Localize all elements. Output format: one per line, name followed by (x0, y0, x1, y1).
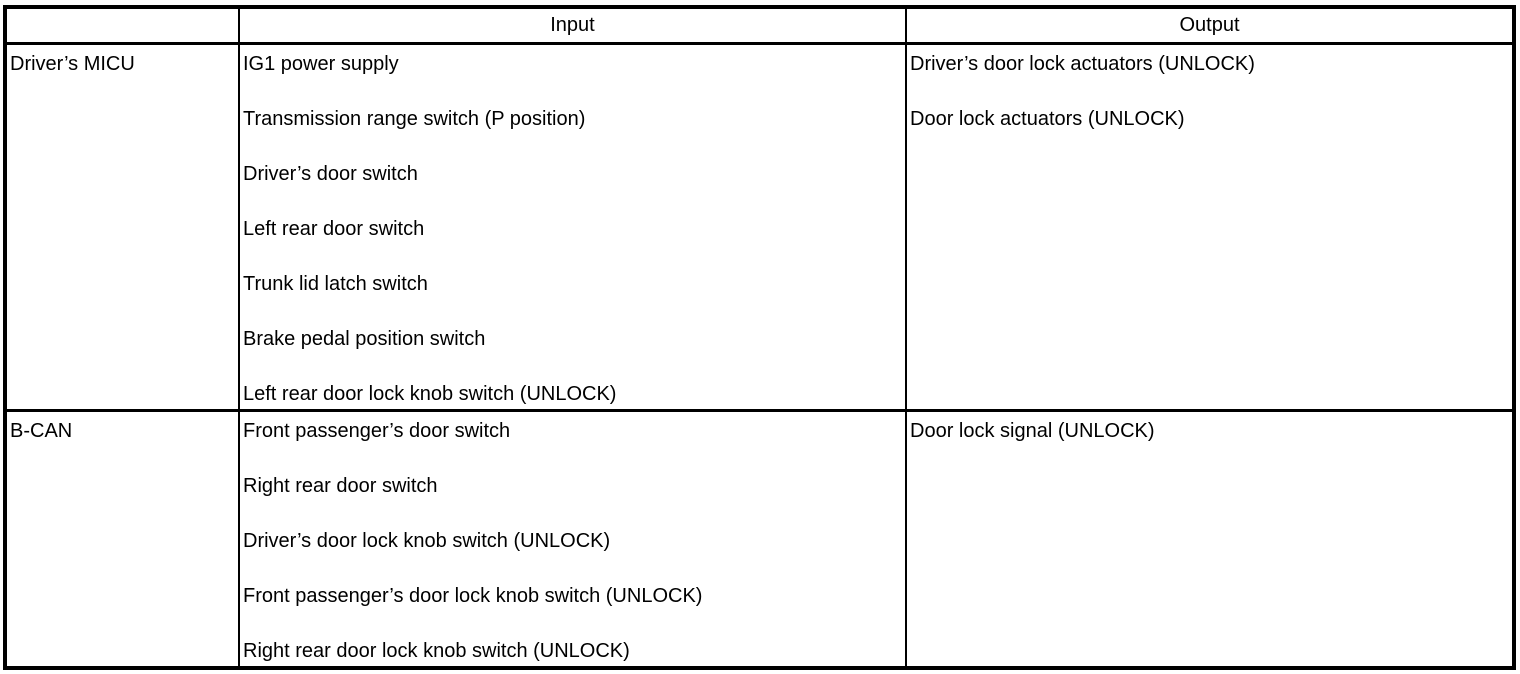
header-row: Input Output (4, 6, 1515, 45)
source-cell: B-CAN (4, 409, 240, 669)
input-item: Front passenger’s door lock knob switch … (243, 585, 703, 607)
output-item: Door lock signal (UNLOCK) (910, 420, 1155, 442)
source-cell: Driver’s MICU (4, 42, 240, 412)
output-cell: Driver’s door lock actuators (UNLOCK) Do… (905, 42, 1515, 412)
input-item: Driver’s door lock knob switch (UNLOCK) (243, 530, 611, 552)
header-source-blank (4, 6, 240, 45)
output-item: Driver’s door lock actuators (UNLOCK) (910, 53, 1255, 75)
header-output: Output (905, 6, 1515, 45)
source-label: Driver’s MICU (10, 53, 135, 75)
input-item: Left rear door switch (243, 218, 425, 240)
input-item: IG1 power supply (243, 53, 399, 75)
input-item: Right rear door switch (243, 475, 438, 497)
source-label: B-CAN (10, 420, 73, 442)
input-item: Right rear door lock knob switch (UNLOCK… (243, 640, 630, 662)
input-output-table: Input Output Driver’s MICU IG1 power sup… (3, 5, 1516, 670)
input-cell: IG1 power supply Transmission range swit… (238, 42, 907, 412)
output-cell: Door lock signal (UNLOCK) (905, 409, 1515, 669)
input-item: Driver’s door switch (243, 163, 418, 185)
input-item: Front passenger’s door switch (243, 420, 511, 442)
input-item: Transmission range switch (P position) (243, 108, 586, 130)
table-row-b-can: B-CAN Front passenger’s door switch Righ… (4, 409, 1515, 669)
input-item: Left rear door lock knob switch (UNLOCK) (243, 383, 617, 405)
table-row-drivers-micu: Driver’s MICU IG1 power supply Transmiss… (4, 42, 1515, 412)
input-item: Trunk lid latch switch (243, 273, 428, 295)
input-item: Brake pedal position switch (243, 328, 486, 350)
header-input: Input (238, 6, 907, 45)
output-item: Door lock actuators (UNLOCK) (910, 108, 1185, 130)
input-cell: Front passenger’s door switch Right rear… (238, 409, 907, 669)
